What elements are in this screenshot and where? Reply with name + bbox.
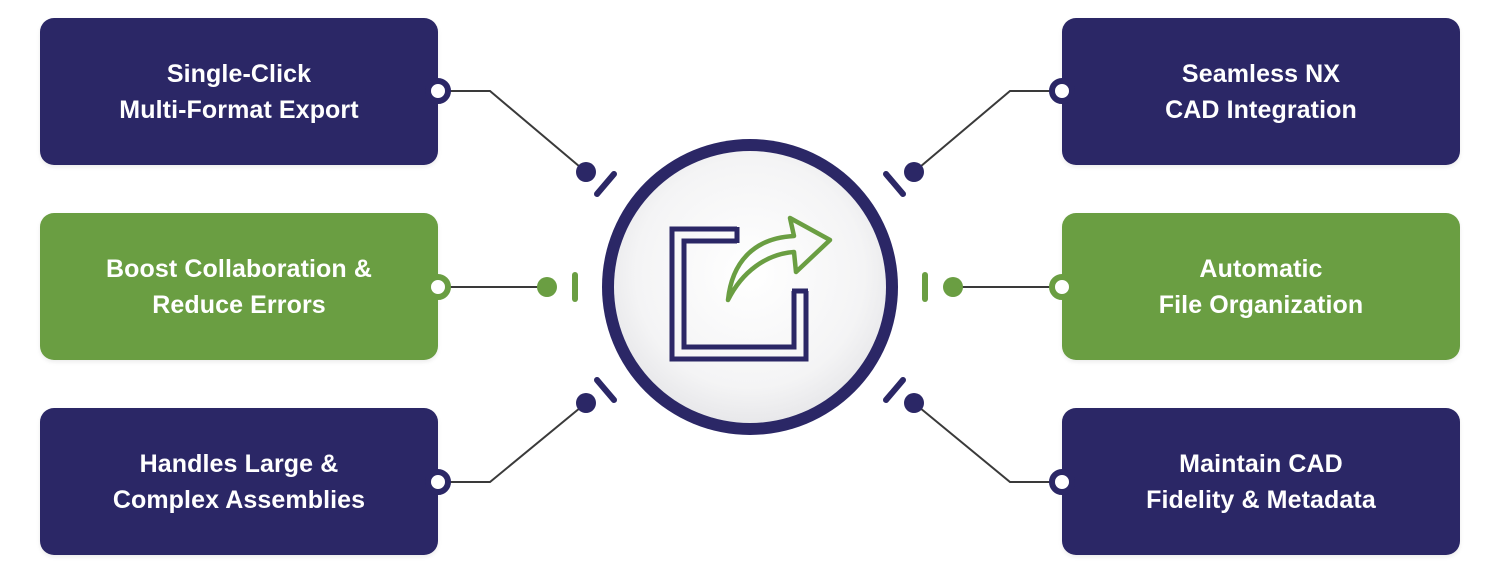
feature-card-boost-collaboration: Boost Collaboration & Reduce Errors <box>40 213 438 360</box>
feature-card-label: Single-Click Multi-Format Export <box>119 59 359 124</box>
feature-card-large-assemblies: Handles Large & Complex Assemblies <box>40 408 438 555</box>
connector-dot <box>537 277 557 297</box>
connector-dot <box>576 393 596 413</box>
feature-card-file-organization: Automatic File Organization <box>1062 213 1460 360</box>
connector-dot <box>943 277 963 297</box>
connector-middle-left <box>440 272 578 302</box>
feature-card-label: Seamless NX CAD Integration <box>1165 59 1357 124</box>
feature-card-label: Handles Large & Complex Assemblies <box>112 449 366 514</box>
port-circle <box>425 274 451 300</box>
port-circle <box>1049 469 1075 495</box>
connector-dot <box>904 393 924 413</box>
port-circle <box>1049 78 1075 104</box>
connector-dash <box>594 377 617 403</box>
feature-card-nx-cad-integration: Seamless NX CAD Integration <box>1062 18 1460 165</box>
connector-dot <box>904 162 924 182</box>
port-circle <box>425 78 451 104</box>
connector-bottom-left <box>440 377 617 483</box>
connector-middle-right <box>922 272 1060 302</box>
connector-top-right <box>883 90 1060 197</box>
export-icon <box>669 215 833 362</box>
connector-dot <box>576 162 596 182</box>
port-circle <box>425 469 451 495</box>
hub-inner-circle <box>614 151 886 423</box>
feature-card-label: Automatic File Organization <box>1158 254 1364 319</box>
connector-bottom-right <box>883 377 1060 483</box>
connector-top-left <box>440 90 617 197</box>
connector-dash <box>883 377 906 403</box>
feature-card-label: Boost Collaboration & Reduce Errors <box>106 254 372 319</box>
feature-card-cad-fidelity: Maintain CAD Fidelity & Metadata <box>1062 408 1460 555</box>
port-circle <box>1049 274 1075 300</box>
feature-card-single-click-export: Single-Click Multi-Format Export <box>40 18 438 165</box>
connector-dash <box>594 171 617 197</box>
feature-card-label: Maintain CAD Fidelity & Metadata <box>1146 449 1376 514</box>
connector-dash <box>883 171 906 197</box>
